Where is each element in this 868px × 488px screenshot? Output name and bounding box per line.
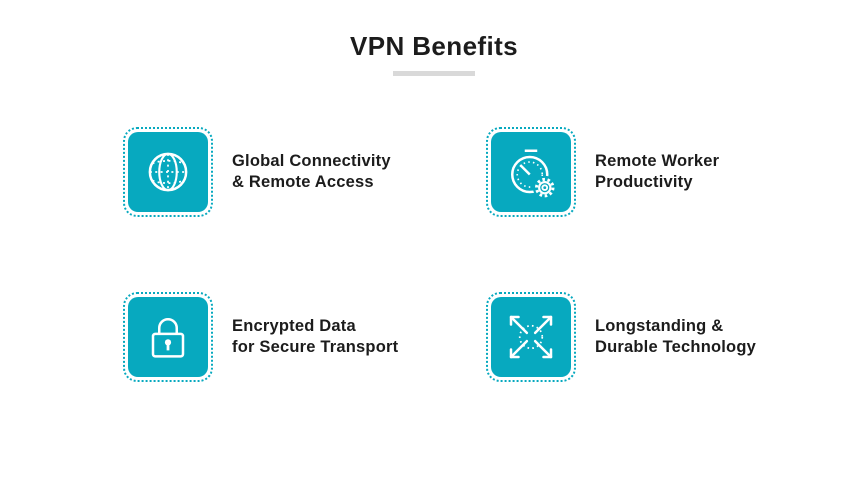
icon-tile (128, 132, 208, 212)
icon-tile-border (123, 292, 213, 382)
benefit-item-encrypted-data: Encrypted Data for Secure Transport (123, 292, 398, 382)
page-title: VPN Benefits (349, 31, 519, 61)
benefit-label: Longstanding & Durable Technology (595, 317, 756, 356)
globe-icon (148, 152, 188, 192)
icon-tile-border (486, 292, 576, 382)
benefit-label: Encrypted Data for Secure Transport (232, 317, 399, 356)
icon-tile-border (123, 127, 213, 217)
benefit-item-remote-worker: Remote Worker Productivity (486, 127, 719, 217)
icon-tile (128, 297, 208, 377)
title-divider (393, 71, 475, 76)
icon-tile-border (486, 127, 576, 217)
expand-arrows-icon (509, 315, 553, 359)
icon-tile (491, 132, 571, 212)
benefit-label: Global Connectivity & Remote Access (232, 152, 391, 191)
benefit-item-durable-technology: Longstanding & Durable Technology (486, 292, 756, 382)
stopwatch-gear-icon (511, 149, 557, 200)
benefit-label: Remote Worker Productivity (595, 152, 720, 191)
benefit-item-global-connectivity: Global Connectivity & Remote Access (123, 127, 391, 217)
icon-tile (491, 297, 571, 377)
lock-icon (151, 318, 185, 358)
